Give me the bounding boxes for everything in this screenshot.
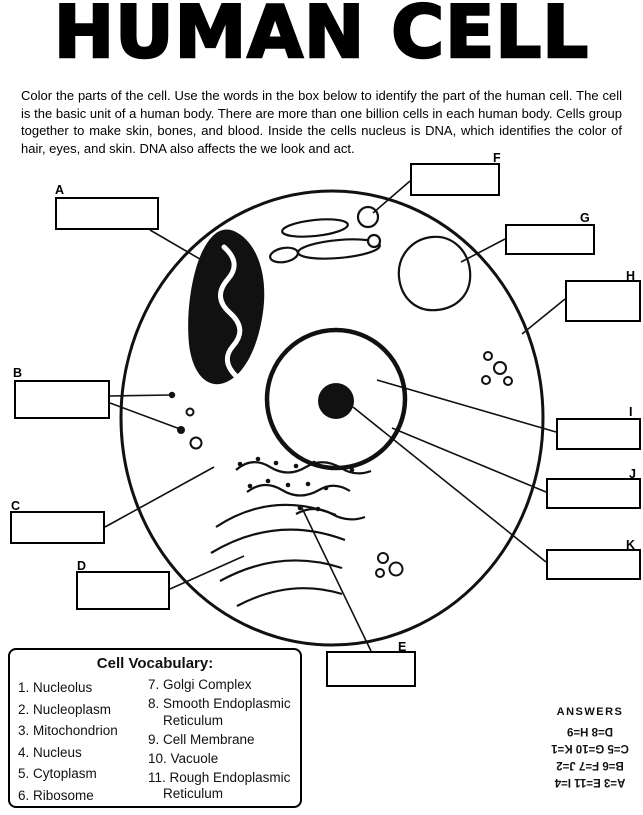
answer-line-b: B=6 F=7 J=2	[556, 759, 624, 771]
label-line-j	[391, 427, 547, 493]
answer-box-g[interactable]	[505, 224, 595, 255]
answer-line-a: A=3 E=11 I=4	[554, 776, 626, 788]
label-line-b1	[109, 394, 172, 397]
vocab-item-9: 9. Cell Membrane	[148, 731, 255, 747]
vocabulary-right-column: 7. Golgi Complex 8. Smooth Endoplasmic R…	[148, 677, 298, 806]
vocab-item-11: 11. Rough Endoplasmic Reticulum	[148, 769, 291, 802]
box-letter-f: F	[493, 151, 501, 165]
answer-box-h[interactable]	[565, 280, 641, 322]
answer-box-b[interactable]	[14, 380, 110, 419]
vocab-item-5: 5. Cytoplasm	[18, 766, 97, 781]
answer-box-e[interactable]	[326, 651, 416, 687]
nucleolus	[318, 383, 354, 419]
ribosome-dots	[168, 391, 355, 512]
small-vesicles	[185, 351, 513, 578]
answer-key: ANSWERS A=3 E=11 I=4 B=6 F=7 J=2 C=5 G=1…	[538, 706, 642, 790]
box-letter-j: J	[629, 467, 636, 481]
golgi-complex	[269, 205, 382, 264]
label-line-d	[169, 555, 245, 590]
answer-box-a[interactable]	[55, 197, 159, 230]
vocab-item-6: 6. Ribosome	[18, 787, 94, 803]
vocab-item-8: 8. Smooth Endoplasmic Reticulum	[148, 696, 291, 728]
box-letter-a: A	[55, 183, 65, 197]
answers-lines-upside-down: A=3 E=11 I=4 B=6 F=7 J=2 C=5 G=10 K=1 D=…	[538, 722, 642, 790]
vocabulary-title: Cell Vocabulary:	[96, 655, 214, 672]
vacuole	[397, 235, 472, 312]
page-title: HUMAN CELL	[53, 0, 590, 75]
label-line-g	[460, 238, 506, 263]
box-letter-k: K	[626, 538, 636, 552]
vocabulary-left-column: 1. Nucleolus 2. Nucleoplasm 3. Mitochond…	[18, 677, 148, 806]
label-line-a	[149, 229, 218, 270]
vocab-item-10: 10. Vacuole	[148, 750, 219, 766]
label-lines	[104, 180, 566, 652]
nucleus	[264, 327, 408, 471]
label-line-f	[372, 180, 411, 214]
box-letter-i: I	[629, 405, 633, 419]
label-line-k	[352, 406, 547, 563]
box-letter-c: C	[11, 499, 21, 513]
answer-box-k[interactable]	[546, 549, 641, 580]
answer-line-d: D=8 H=9	[566, 725, 614, 737]
box-letter-b: B	[13, 366, 23, 380]
label-line-c	[104, 466, 215, 528]
label-line-b2	[109, 402, 181, 430]
answer-box-f[interactable]	[410, 163, 500, 196]
label-line-e	[300, 505, 372, 652]
mitochondrion	[188, 229, 265, 385]
answer-line-c: C=5 G=10 K=1	[551, 742, 629, 754]
vocab-item-3: 3. Mitochondrion	[18, 723, 118, 738]
box-letter-g: G	[580, 211, 590, 225]
box-letter-d: D	[77, 559, 87, 573]
box-letter-e: E	[398, 640, 407, 654]
vocab-item-1: 1. Nucleolus	[18, 680, 93, 695]
label-line-i	[376, 379, 557, 433]
vocab-item-7: 7. Golgi Complex	[148, 677, 252, 692]
vocab-item-4: 4. Nucleus	[18, 744, 82, 760]
vocabulary-box: Cell Vocabulary: 1. Nucleolus 2. Nucleop…	[8, 648, 302, 808]
answer-box-d[interactable]	[76, 571, 170, 610]
label-line-h	[521, 298, 566, 335]
vocab-item-2: 2. Nucleoplasm	[18, 701, 112, 717]
cell-membrane	[119, 189, 545, 647]
endoplasmic-reticulum	[210, 461, 372, 607]
answer-box-c[interactable]	[10, 511, 105, 544]
answer-box-j[interactable]	[546, 478, 641, 509]
box-letter-h: H	[626, 269, 636, 283]
answer-box-i[interactable]	[556, 418, 641, 450]
instructions-text: Color the parts of the cell. Use the wor…	[21, 88, 622, 156]
answers-title: ANSWERS	[556, 706, 624, 718]
